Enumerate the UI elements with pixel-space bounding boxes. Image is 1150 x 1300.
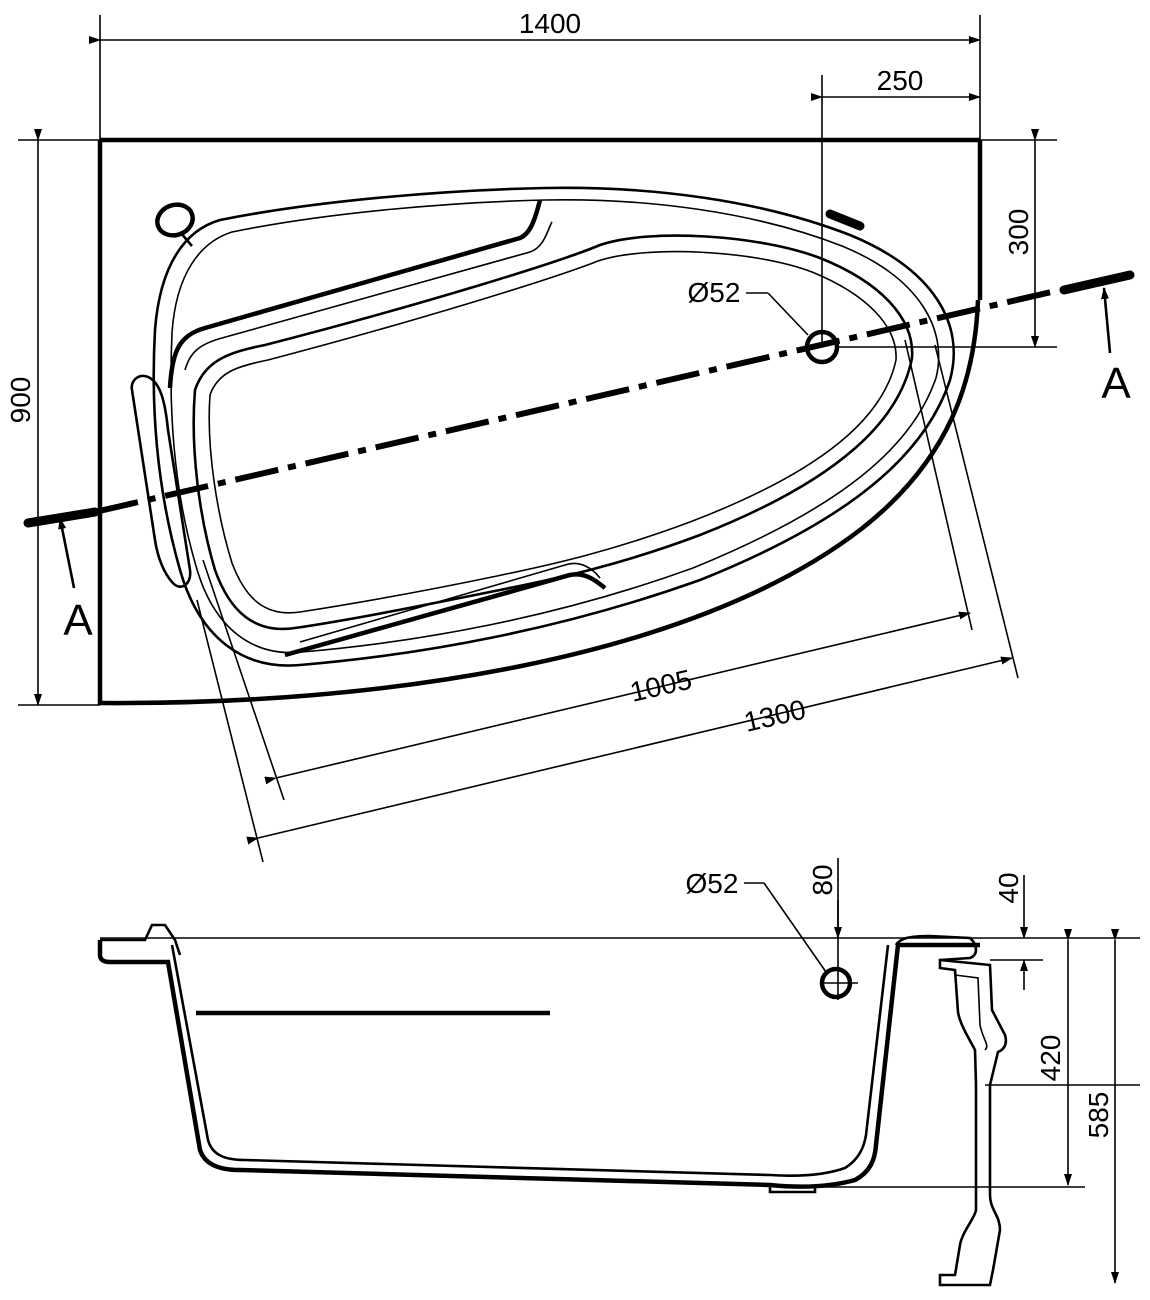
overflow-section xyxy=(744,858,858,1000)
plan-tub-body xyxy=(130,186,955,667)
dim-drain-diameter-plan: Ø52 xyxy=(688,277,741,308)
dim-inner-depth: 420 xyxy=(1035,1035,1066,1082)
dim-total-height: 585 xyxy=(1083,1092,1114,1139)
plan-dimension-lines xyxy=(34,36,1039,845)
section-dimension-lines xyxy=(834,875,1119,1284)
dim-plan-width: 1400 xyxy=(519,8,581,39)
plan-view: 1400 250 900 300 Ø52 1005 1300 A A xyxy=(5,8,1135,863)
dim-overflow-diameter: Ø52 xyxy=(686,868,739,899)
dim-drain-offset-y: 300 xyxy=(1003,209,1034,256)
section-reference-lines xyxy=(100,937,1140,1188)
drain-plan xyxy=(746,292,840,365)
dim-inner-length: 1005 xyxy=(627,664,695,708)
dim-drain-offset-x: 250 xyxy=(877,65,924,96)
dim-overflow-height: 80 xyxy=(807,864,838,895)
section-support-leg xyxy=(938,958,1008,1287)
dim-plan-depth: 900 xyxy=(5,377,36,424)
section-view: Ø52 80 40 420 585 xyxy=(97,858,1140,1287)
section-tub-shell xyxy=(97,923,980,1194)
dim-outer-length: 1300 xyxy=(741,694,809,738)
section-mark-left: A xyxy=(63,596,93,645)
dim-rim-thickness: 40 xyxy=(993,872,1024,903)
section-mark-right: A xyxy=(1101,359,1131,408)
